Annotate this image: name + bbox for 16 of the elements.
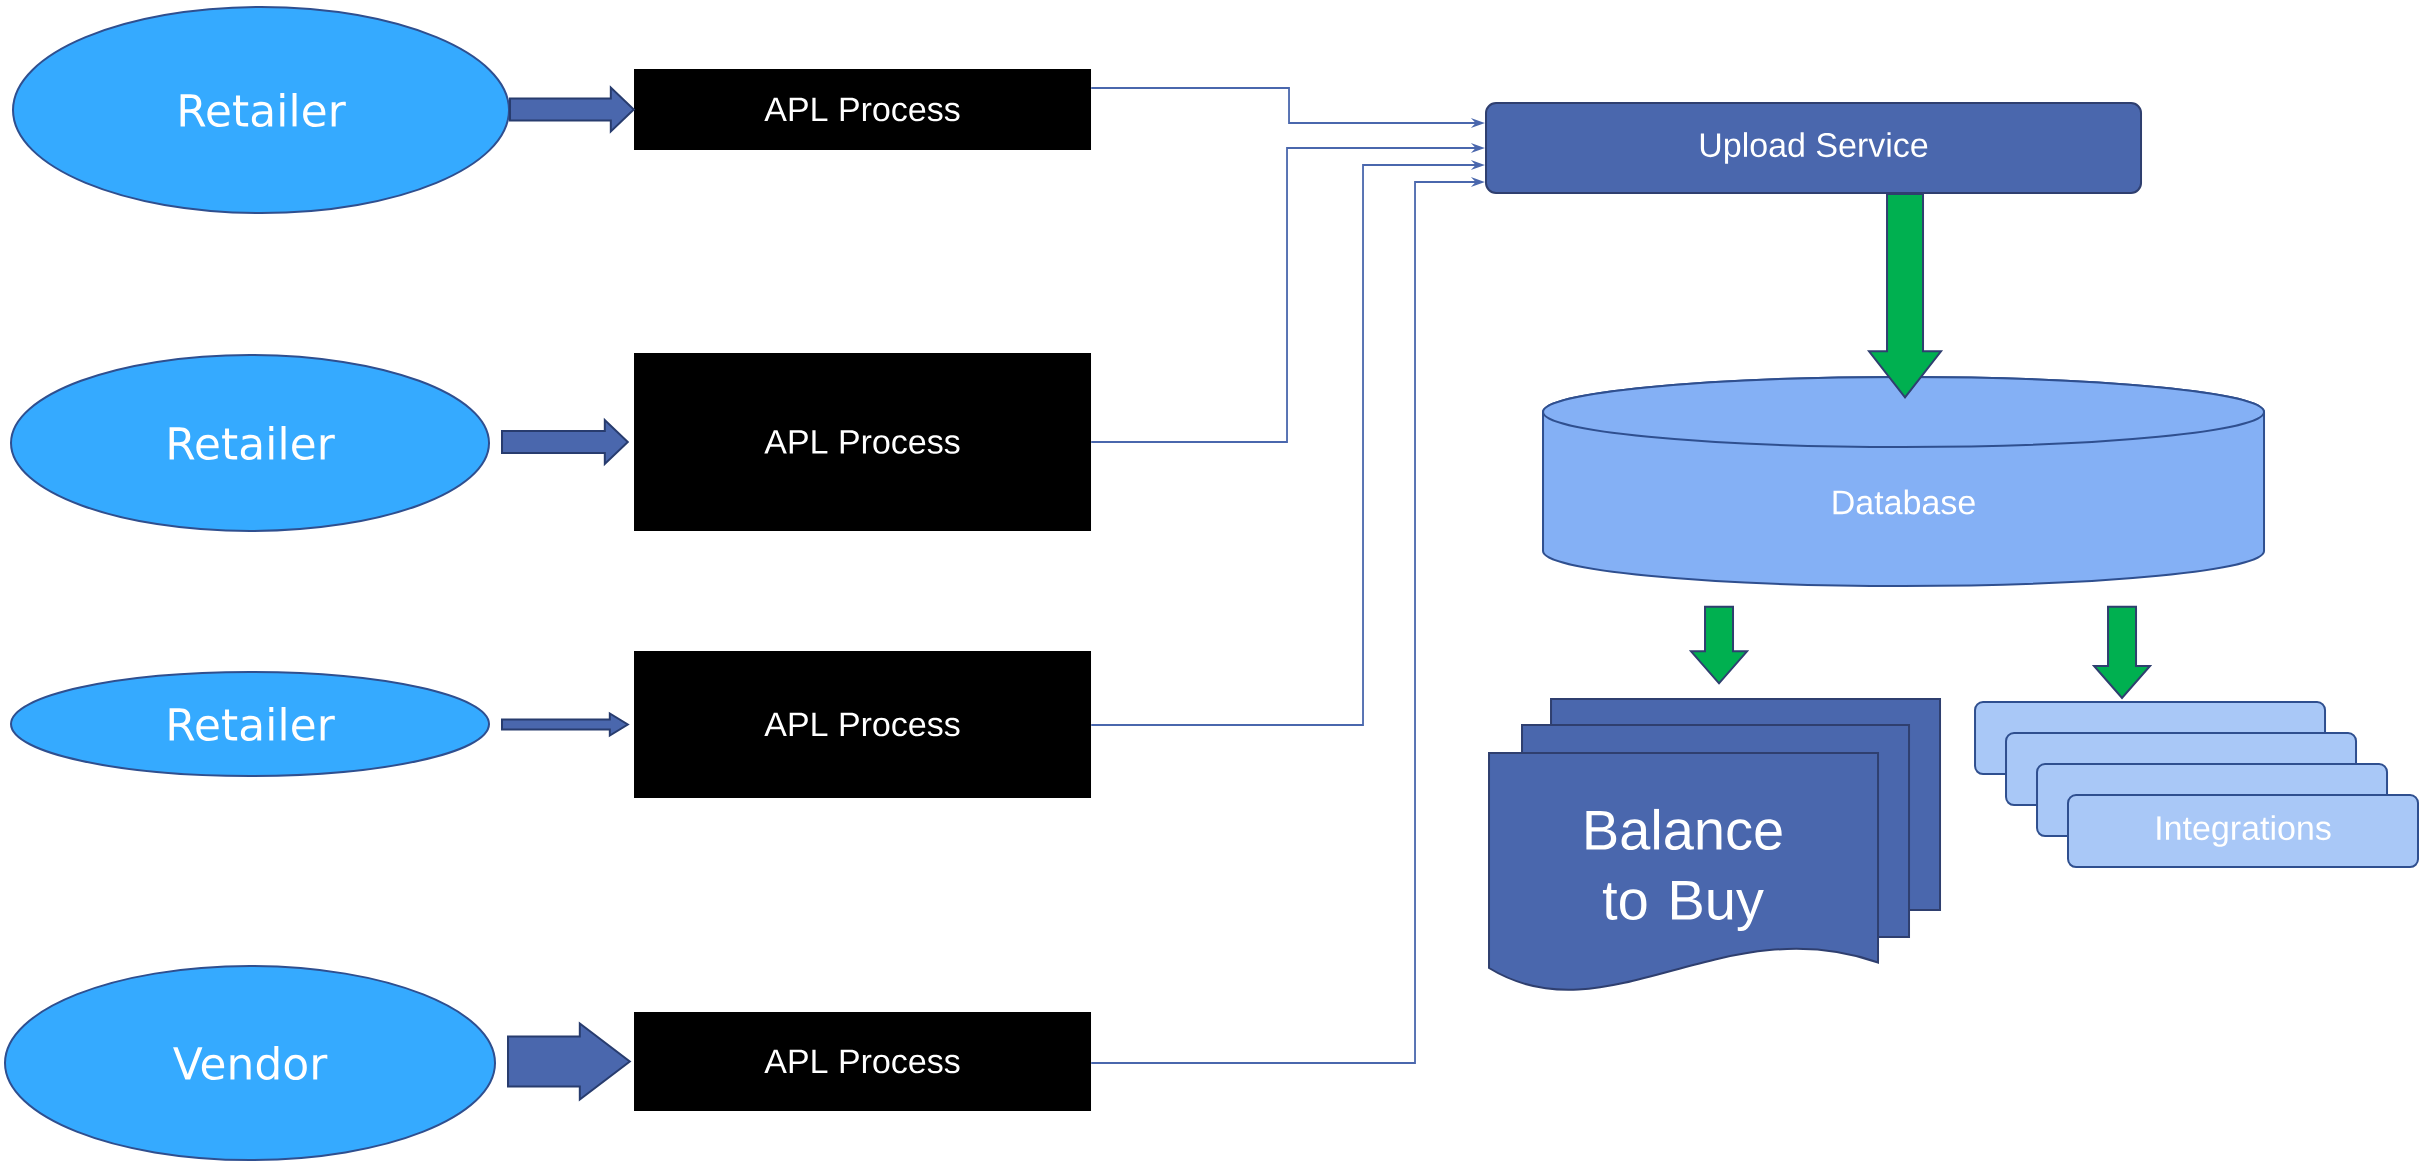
document-stack: Balance to Buy bbox=[1488, 698, 1941, 991]
block-arrow bbox=[507, 1021, 632, 1102]
block-arrow bbox=[1866, 193, 1944, 399]
node-label: Integrations bbox=[2157, 815, 2331, 847]
block-arrow bbox=[501, 711, 630, 738]
block-arrow bbox=[1688, 605, 1750, 685]
process-box: APL Process bbox=[634, 353, 1091, 531]
card-stack: Integrations bbox=[1974, 701, 2420, 868]
database-cylinder: Database bbox=[1542, 376, 2265, 587]
process-box: APL Process bbox=[634, 651, 1091, 798]
service-box: Upload Service bbox=[1485, 102, 2142, 194]
block-arrow bbox=[509, 85, 636, 134]
process-box: APL Process bbox=[634, 1012, 1091, 1111]
block-arrow bbox=[2091, 605, 2153, 700]
block-arrow bbox=[501, 417, 630, 467]
process-box: APL Process bbox=[634, 69, 1091, 150]
